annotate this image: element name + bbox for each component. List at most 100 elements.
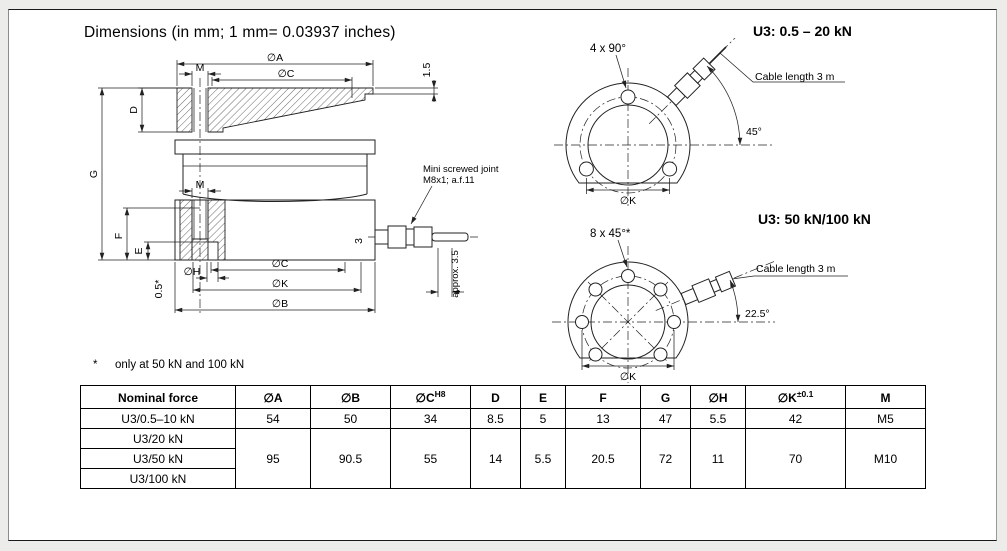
- flange-outline-8: [552, 246, 775, 383]
- dim-label-m-top: M: [196, 62, 205, 74]
- cover-section: [176, 87, 374, 133]
- table-row: U3/0.5–10 kN 54 50 34 8.5 5 13 47 5.5 42…: [80, 408, 926, 429]
- dim-label-0-5: 0.5*: [153, 280, 165, 299]
- dim-label-f: F: [113, 233, 125, 239]
- dim-d: D: [128, 87, 177, 133]
- body-section: [174, 139, 376, 261]
- dim-dia-k: ∅K: [192, 262, 362, 293]
- header-m: M: [845, 385, 926, 409]
- footnote: * only at 50 kN and 100 kN: [93, 359, 244, 371]
- dim-dia-c-top: ∅C: [211, 68, 353, 98]
- dim-label-dia-c-bottom: ∅C: [272, 258, 289, 270]
- header-e: E: [520, 385, 566, 409]
- dim-dia-h: ∅H: [184, 262, 229, 282]
- dim-g: G: [88, 87, 177, 261]
- heading-u3-large-range: U3: 50 kN/100 kN: [758, 211, 871, 227]
- table-row: U3/100 kN: [80, 468, 926, 489]
- note-line2: M8x1; a.f.11: [423, 175, 475, 186]
- dim-label-e: E: [133, 247, 145, 254]
- dim-label-dia-a: ∅A: [267, 52, 283, 64]
- dim-approx-3-5: approx. 3.5: [426, 248, 464, 298]
- dim-label-dia-k: ∅K: [272, 278, 288, 290]
- cable-gland-side: [368, 225, 478, 249]
- row-label-cell: U3/20 kN: [80, 428, 236, 449]
- dim-m-mid: M: [179, 179, 221, 198]
- holes-callout-4x90: 4 x 90°: [590, 43, 627, 89]
- holes-callout-8x45: 8 x 45°*: [590, 228, 631, 268]
- value-cell: 5: [520, 408, 566, 429]
- dim-dia-b: ∅B: [174, 262, 376, 313]
- header-dia-b: ∅B: [310, 385, 391, 409]
- header-f: F: [565, 385, 641, 409]
- value-cell: 54: [235, 408, 311, 429]
- value-cell-merged: 55: [390, 428, 471, 489]
- table-row: U3/20 kN 95 90.5 55 14 5.5 20.5 72 11 70…: [80, 428, 926, 489]
- note-line1: Mini screwed joint: [423, 164, 499, 175]
- cable-length-note-bottom: Cable length 3 m: [731, 263, 848, 280]
- header-dia-a: ∅A: [235, 385, 311, 409]
- dia-k-label-bottom: ∅K: [620, 371, 636, 383]
- value-cell-merged: 95: [235, 428, 311, 489]
- value-cell-merged: 20.5: [565, 428, 641, 489]
- value-cell-merged: 5.5: [520, 428, 566, 489]
- cable-line: [708, 46, 727, 65]
- dia-k-label-top: ∅K: [620, 195, 636, 207]
- dim-label-1-5: 1.5: [421, 63, 433, 78]
- footnote-text: only at 50 kN and 100 kN: [115, 359, 245, 371]
- value-cell-merged: 70: [745, 428, 846, 489]
- bolt-holes-8: [575, 269, 681, 362]
- mini-screwed-joint-note: Mini screwed joint M8x1; a.f.11: [410, 164, 499, 225]
- dim-label-approx-3-5: approx. 3.5: [450, 250, 461, 298]
- dim-label-dia-h: ∅H: [184, 266, 201, 278]
- value-cell-merged: M10: [845, 428, 926, 489]
- value-cell: 42: [745, 408, 846, 429]
- value-cell: 47: [640, 408, 691, 429]
- cable-length-label: Cable length 3 m: [756, 263, 836, 275]
- dim-label-dia-c-top: ∅C: [278, 68, 295, 80]
- value-cell: 5.5: [690, 408, 746, 429]
- dim-dia-a: ∅A: [176, 52, 374, 86]
- dimensions-table: Nominal force ∅A ∅B ∅CH8 D E F G ∅H ∅K±0…: [80, 385, 926, 489]
- dim-dia-c-bottom: ∅C: [210, 258, 346, 273]
- value-cell: M5: [845, 408, 926, 429]
- angle-label-45: 45°: [746, 126, 762, 138]
- row-label-cell: U3/0.5–10 kN: [80, 408, 236, 429]
- dim-label-d: D: [128, 106, 140, 114]
- dim-label-3: 3: [353, 238, 365, 244]
- header-nominal-force: Nominal force: [80, 385, 236, 409]
- dim-m-top: M: [179, 62, 221, 86]
- dim-label-dia-b: ∅B: [272, 298, 288, 310]
- value-cell-merged: 14: [470, 428, 521, 489]
- cable-length-note-top: Cable length 3 m: [719, 52, 845, 83]
- row-label-cell: U3/100 kN: [80, 468, 236, 489]
- value-cell: 34: [390, 408, 471, 429]
- top-flange-view: Cable length 3 m 45° ∅K 4 x 90°: [554, 38, 845, 207]
- footnote-star: *: [93, 359, 98, 371]
- dim-label-m-mid: M: [196, 179, 205, 191]
- header-dia-h: ∅H: [690, 385, 746, 409]
- dim-f: F: [113, 207, 175, 260]
- value-cell-merged: 90.5: [310, 428, 391, 489]
- dim-dia-k-top-view: ∅K: [586, 178, 670, 207]
- value-cell: 13: [565, 408, 641, 429]
- holes-label-8x45: 8 x 45°*: [590, 228, 631, 240]
- value-cell-merged: 72: [640, 428, 691, 489]
- dim-label-g: G: [88, 170, 100, 178]
- row-label-cell: U3/50 kN: [80, 448, 236, 469]
- header-dia-k: ∅K±0.1: [745, 385, 846, 409]
- angle-label-22-5: 22.5°: [745, 308, 770, 320]
- angle-dim-45: 45°: [706, 65, 762, 146]
- cable-gland-top-view: [648, 38, 740, 125]
- value-cell-merged: 11: [690, 428, 746, 489]
- bolt-holes-4: [578, 89, 678, 177]
- dim-e: E: [133, 241, 175, 260]
- header-dia-c: ∅CH8: [390, 385, 471, 409]
- cable-length-label: Cable length 3 m: [755, 71, 835, 83]
- header-d: D: [470, 385, 521, 409]
- bottom-flange-view: Cable length 3 m 22.5° ∅K 8 x 45°*: [552, 228, 848, 383]
- dim-1-5: 1.5: [367, 63, 438, 102]
- holes-label-4x90: 4 x 90°: [590, 43, 626, 55]
- value-cell: 50: [310, 408, 391, 429]
- angle-dim-22-5: 22.5°: [729, 279, 770, 323]
- table-header-row: Nominal force ∅A ∅B ∅CH8 D E F G ∅H ∅K±0…: [80, 385, 926, 409]
